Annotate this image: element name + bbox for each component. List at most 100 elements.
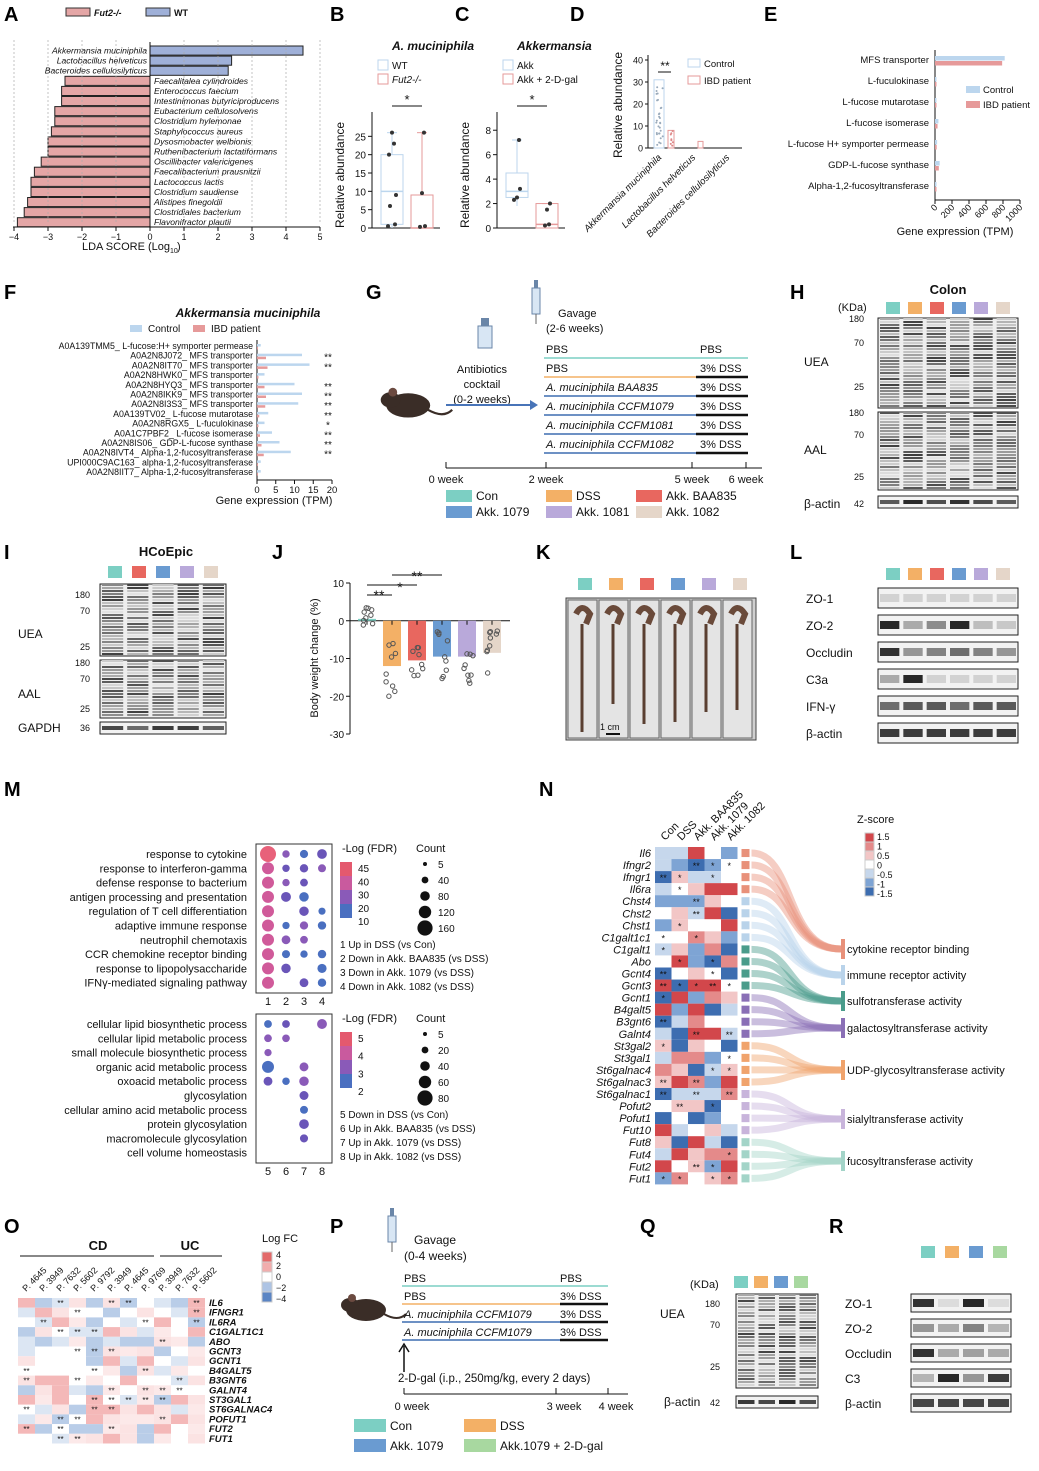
blot-band	[152, 653, 173, 655]
heatmap-cell	[86, 1317, 103, 1327]
heatmap-cell	[655, 895, 672, 907]
blot-band	[738, 1348, 755, 1350]
row-label: β-actin	[664, 1395, 700, 1409]
data-point	[485, 671, 489, 675]
ibd-bar	[935, 82, 937, 87]
control-bar	[257, 460, 261, 463]
legend-tick: 5	[438, 1030, 444, 1041]
blot-band	[973, 702, 992, 710]
blot-band	[203, 663, 224, 665]
blot-band	[973, 463, 992, 465]
control-bar	[257, 354, 302, 357]
syringe-icon	[532, 288, 540, 314]
heatmap-cell	[52, 1405, 69, 1415]
go-dot	[300, 1062, 309, 1071]
sig-label: **	[23, 1406, 29, 1415]
blot-band	[997, 327, 1016, 329]
control-bar	[257, 441, 280, 444]
marker-label: 180	[849, 314, 864, 324]
blot-band	[127, 672, 148, 674]
legend-swatch	[146, 8, 170, 16]
blot-band	[800, 1339, 817, 1341]
blot-band	[927, 472, 946, 474]
blot-band	[880, 478, 899, 480]
panel-label: M	[4, 779, 21, 802]
sig-label: *	[661, 994, 665, 1004]
blot-band	[152, 705, 173, 707]
control-bar	[257, 470, 261, 473]
blot-band	[997, 357, 1016, 359]
group-label: Akk. 1082	[666, 505, 720, 519]
legend-colorbar	[340, 862, 352, 876]
group-right-label: 3% DSS	[700, 363, 742, 375]
sig-label: **	[374, 587, 385, 603]
sig-label: **	[125, 1299, 131, 1308]
go-dot	[300, 1091, 309, 1100]
function-tag	[742, 994, 750, 1002]
legend-title: -Log (FDR)	[342, 843, 397, 855]
blot-band	[927, 433, 946, 435]
blot-band	[738, 1324, 755, 1326]
blot-band	[903, 481, 922, 483]
lda-bar	[31, 187, 150, 196]
blot-band	[779, 1369, 796, 1371]
row-label: Occludin	[806, 646, 853, 660]
blot-band	[779, 1354, 796, 1356]
blot-band	[203, 711, 224, 713]
lane-color-swatch	[702, 578, 716, 590]
taxon-label: Staphylococcus aureus	[154, 126, 244, 136]
lda-bar	[28, 198, 150, 207]
heatmap-cell	[655, 847, 672, 859]
blot-band	[927, 427, 946, 429]
function-node	[841, 1151, 845, 1171]
heatmap-cell	[721, 1076, 738, 1088]
legend-tick: −4	[276, 1294, 286, 1304]
data-point	[656, 133, 658, 135]
lda-bar	[65, 76, 150, 85]
blot-band	[152, 684, 173, 686]
blot-band	[102, 660, 123, 662]
sig-label: **	[660, 59, 670, 73]
blot-band	[759, 1375, 776, 1377]
blot-band	[880, 318, 899, 320]
group-left-label: A. muciniphila CCFM1081	[545, 420, 674, 432]
taxon-label: Clostridium hylemonae	[154, 116, 242, 126]
blot-band	[997, 500, 1016, 504]
blot-band	[779, 1366, 796, 1368]
heatmap-cell	[137, 1327, 154, 1337]
tick-label: 25	[355, 132, 367, 143]
blot-band	[178, 669, 199, 671]
blot-band	[997, 387, 1016, 389]
blot-band	[927, 339, 946, 341]
blot-band	[203, 617, 224, 619]
group-right-label: PBS	[560, 1273, 582, 1285]
go-term-label: response to cytokine	[146, 849, 247, 861]
gene-label: MFS transporter	[860, 55, 929, 66]
lane-color-swatch	[952, 568, 966, 580]
sig-label: *	[727, 1054, 731, 1064]
blot-band	[950, 366, 969, 368]
blot-band	[903, 421, 922, 423]
timeline-label: 3 week	[547, 1401, 582, 1413]
blot-band	[950, 354, 969, 356]
function-node	[841, 1060, 845, 1080]
blot-band	[973, 430, 992, 432]
heatmap-cell	[120, 1337, 137, 1347]
blot-band	[127, 599, 148, 601]
go-dot	[300, 950, 307, 957]
ibd-bar	[257, 473, 258, 476]
marker-label: 180	[75, 590, 90, 600]
legend-tick: 5	[438, 860, 444, 871]
blot-band	[950, 351, 969, 353]
data-point	[387, 694, 391, 698]
blot-band	[997, 318, 1016, 320]
syringe-plunger	[534, 280, 538, 288]
heatmap-cell	[86, 1434, 103, 1444]
panel-label: B	[330, 4, 344, 27]
blot-band	[880, 333, 899, 335]
heatmap-cell	[721, 1160, 738, 1172]
heatmap-cell	[705, 883, 722, 895]
row-label: C3a	[806, 673, 828, 687]
blot-band	[102, 644, 123, 646]
lane-color-swatch	[204, 566, 218, 578]
